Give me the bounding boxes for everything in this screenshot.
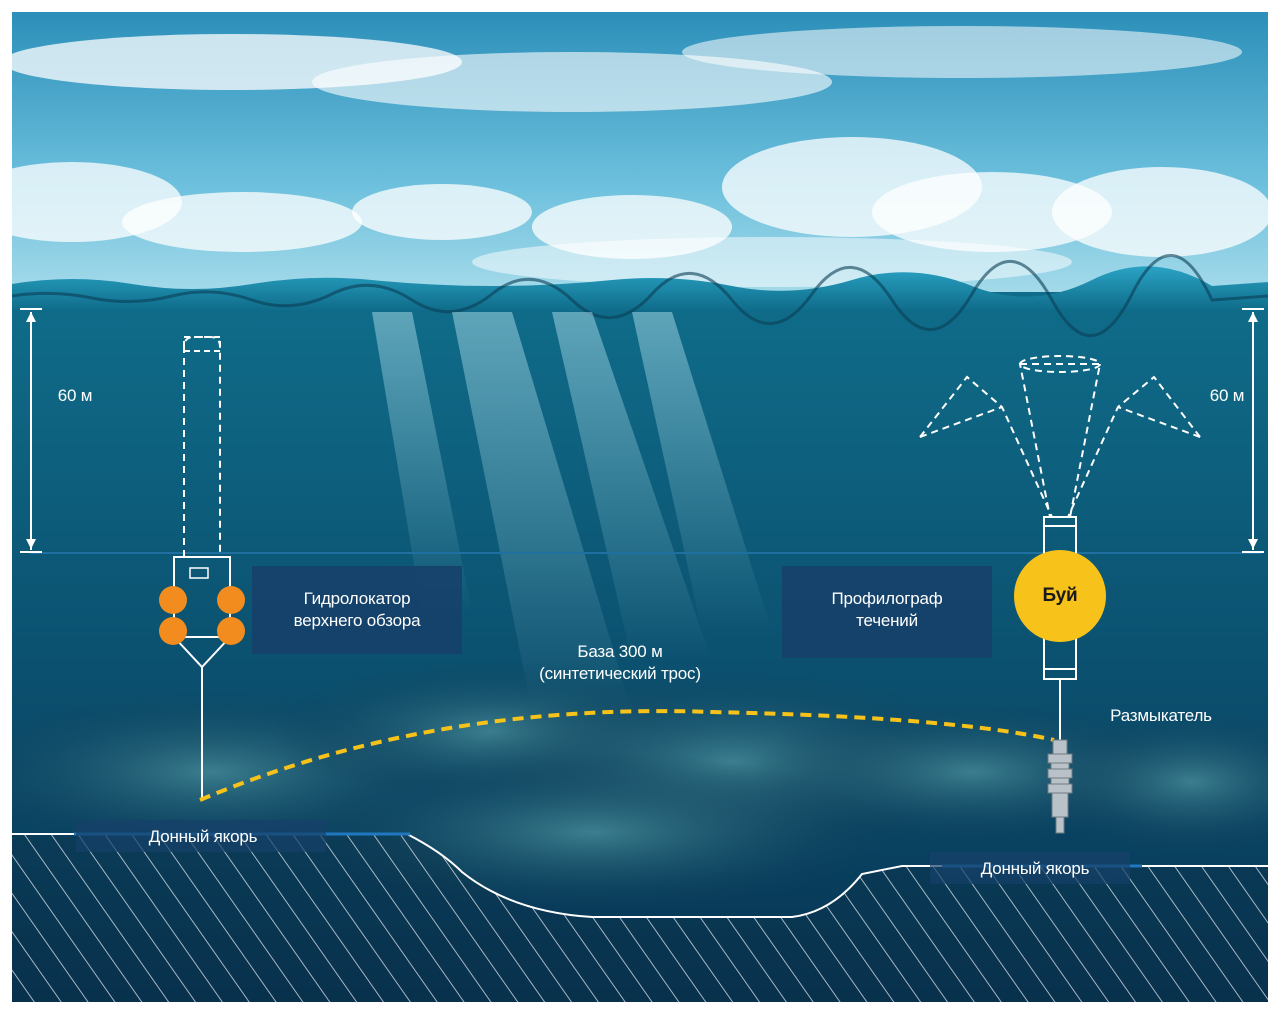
profiler-beam-center [1018,363,1102,518]
buoy [1014,550,1106,642]
depth-arrow-right [1242,308,1264,553]
float-ball [217,586,245,614]
anchor-right-box [930,852,1130,884]
clouds [12,26,1268,287]
profiler-beam-right-cap [1117,406,1201,438]
float-ball [217,617,245,645]
anchor-left-box [76,820,326,852]
profiler-label-box [782,566,992,658]
profiler-label: Профилограф течений [831,589,943,630]
depth-label-left: 60 м [57,386,93,405]
ocean-scene [12,12,1268,1002]
float-ball [159,586,187,614]
depth-label-right: 60 м [1209,386,1245,405]
sonar-instrument [159,336,245,800]
baseline-label: База 300 м (синтетический трос) [539,642,701,683]
surface-waves [12,254,1268,337]
current-profiler [919,355,1201,740]
baseline-rope [199,709,1055,802]
sonar-transducer [189,567,209,579]
release-label: Размыкатель [1110,706,1212,725]
profiler-beam-right [1067,375,1201,518]
profiler-beam-left-cap [919,406,1003,438]
buoy-label: Буй [1042,585,1078,606]
float-ball [159,617,187,645]
sonar-label: Гидролокатор верхнего обзора [293,589,421,630]
anchor-right-label: Донный якорь [980,859,1090,878]
profiler-beam-center-top [1019,355,1101,373]
water-surface [12,266,1268,312]
anchor-left-label: Донный якорь [148,827,258,846]
depth-arrow-left [20,308,42,553]
acoustic-release [1047,739,1073,834]
profiler-beam-left [919,375,1053,518]
sonar-label-box [252,566,462,654]
sonar-top-cap [183,336,221,352]
seabed-outline [12,833,1268,918]
